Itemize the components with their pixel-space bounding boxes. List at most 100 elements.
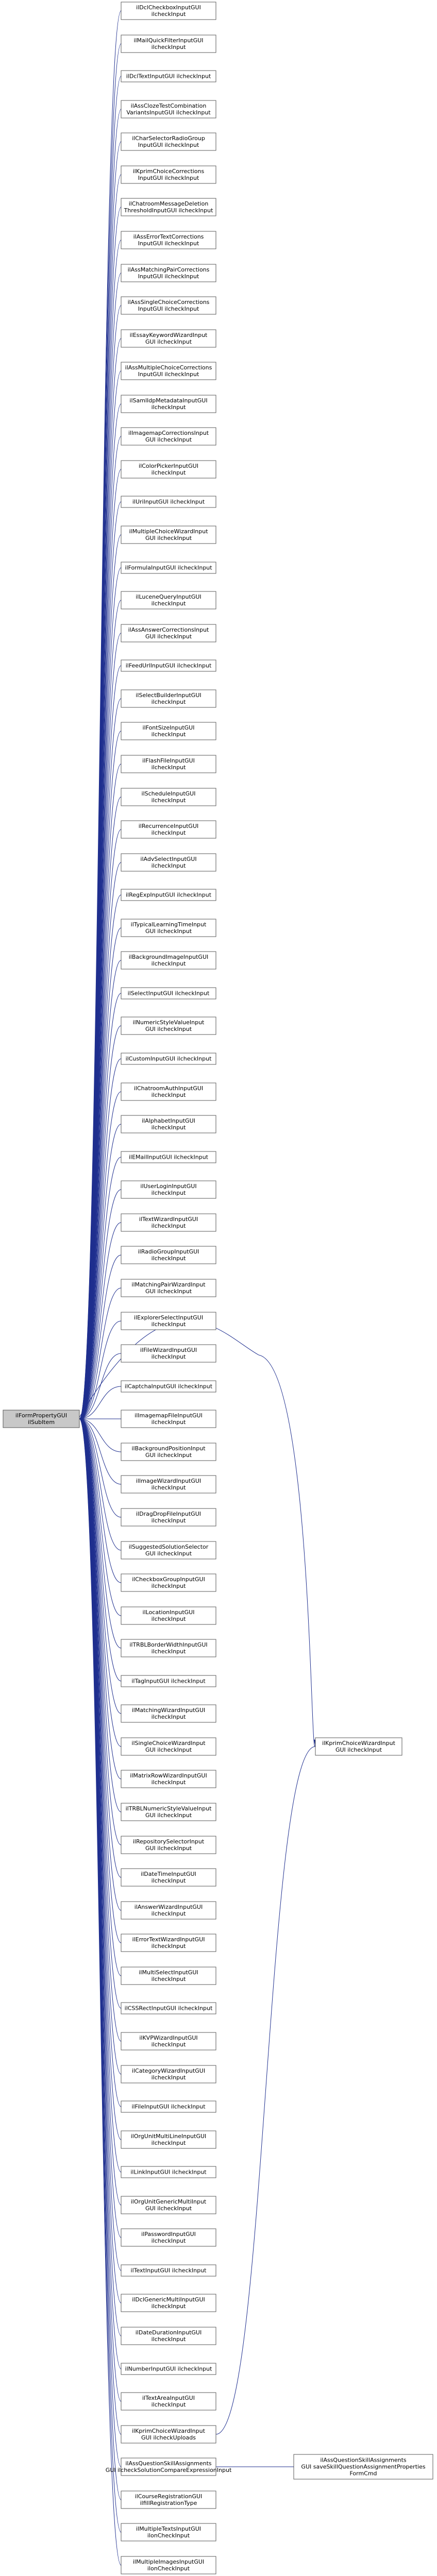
- class-node[interactable]: ilFeedUrlInputGUI ilcheckInput: [121, 659, 216, 672]
- class-node[interactable]: ilDclTextInputGUI ilcheckInput: [121, 70, 216, 82]
- edge-root-to-n75: [79, 1418, 121, 2467]
- class-node[interactable]: ilEMailInputGUI ilcheckInput: [121, 1151, 216, 1163]
- edge-root-to-n51: [79, 1418, 121, 1681]
- class-node[interactable]: ilCourseRegistrationGUIilfillRegistratio…: [121, 2490, 216, 2509]
- class-node[interactable]: ilNumberInputGUI ilcheckInput: [121, 2363, 216, 2375]
- node-label-line: ilcheckInput: [152, 2336, 186, 2343]
- node-label-line: ilTagInputGUI ilcheckInput: [131, 1678, 206, 1685]
- class-node[interactable]: ilTextInputGUI ilcheckInput: [121, 2264, 216, 2277]
- edge-root-to-n34: [79, 1124, 121, 1419]
- class-node[interactable]: ilCSSRectInputGUI ilcheckInput: [121, 2002, 216, 2014]
- edge-n74-to-side_kprim: [215, 1747, 315, 2435]
- node-box: [121, 460, 216, 479]
- node-box: [121, 2392, 216, 2411]
- node-label-line: ilcheckInput: [152, 699, 186, 705]
- node-box: [121, 1082, 216, 1101]
- node-box: [121, 2032, 216, 2050]
- class-node[interactable]: ilFormulaInputGUI ilcheckInput: [121, 562, 216, 574]
- node-box: [121, 100, 216, 118]
- node-label-line: ilAssClozeTestCombination: [131, 103, 207, 109]
- class-node[interactable]: ilFileInputGUI ilcheckInput: [121, 2100, 216, 2113]
- class-node[interactable]: ilTagInputGUI ilcheckInput: [121, 1675, 216, 1687]
- node-box: [121, 1573, 216, 1592]
- class-node[interactable]: ilAssClozeTestCombinationVariantsInputGU…: [121, 100, 216, 118]
- class-node[interactable]: ilCaptchaInputGUI ilcheckInput: [121, 1380, 216, 1393]
- class-node[interactable]: ilChatroomMessageDeletionThresholdInputG…: [121, 198, 216, 216]
- class-node[interactable]: ilSelectInputGUI ilcheckInput: [121, 987, 216, 999]
- class-node[interactable]: ilLinkInputGUI ilcheckInput: [121, 2166, 216, 2178]
- class-node[interactable]: ilUriInputGUI ilcheckInput: [121, 496, 216, 508]
- class-node[interactable]: ilCustomInputGUI ilcheckInput: [121, 1053, 216, 1065]
- node-box: [121, 2490, 216, 2509]
- class-node[interactable]: ilRegExpInputGUI ilcheckInput: [121, 889, 216, 901]
- node-label-line: ilcheckInput: [152, 2041, 186, 2048]
- edge-root-to-n28: [79, 928, 121, 1419]
- node-label-line: InputGUI ilcheckInput: [138, 273, 199, 280]
